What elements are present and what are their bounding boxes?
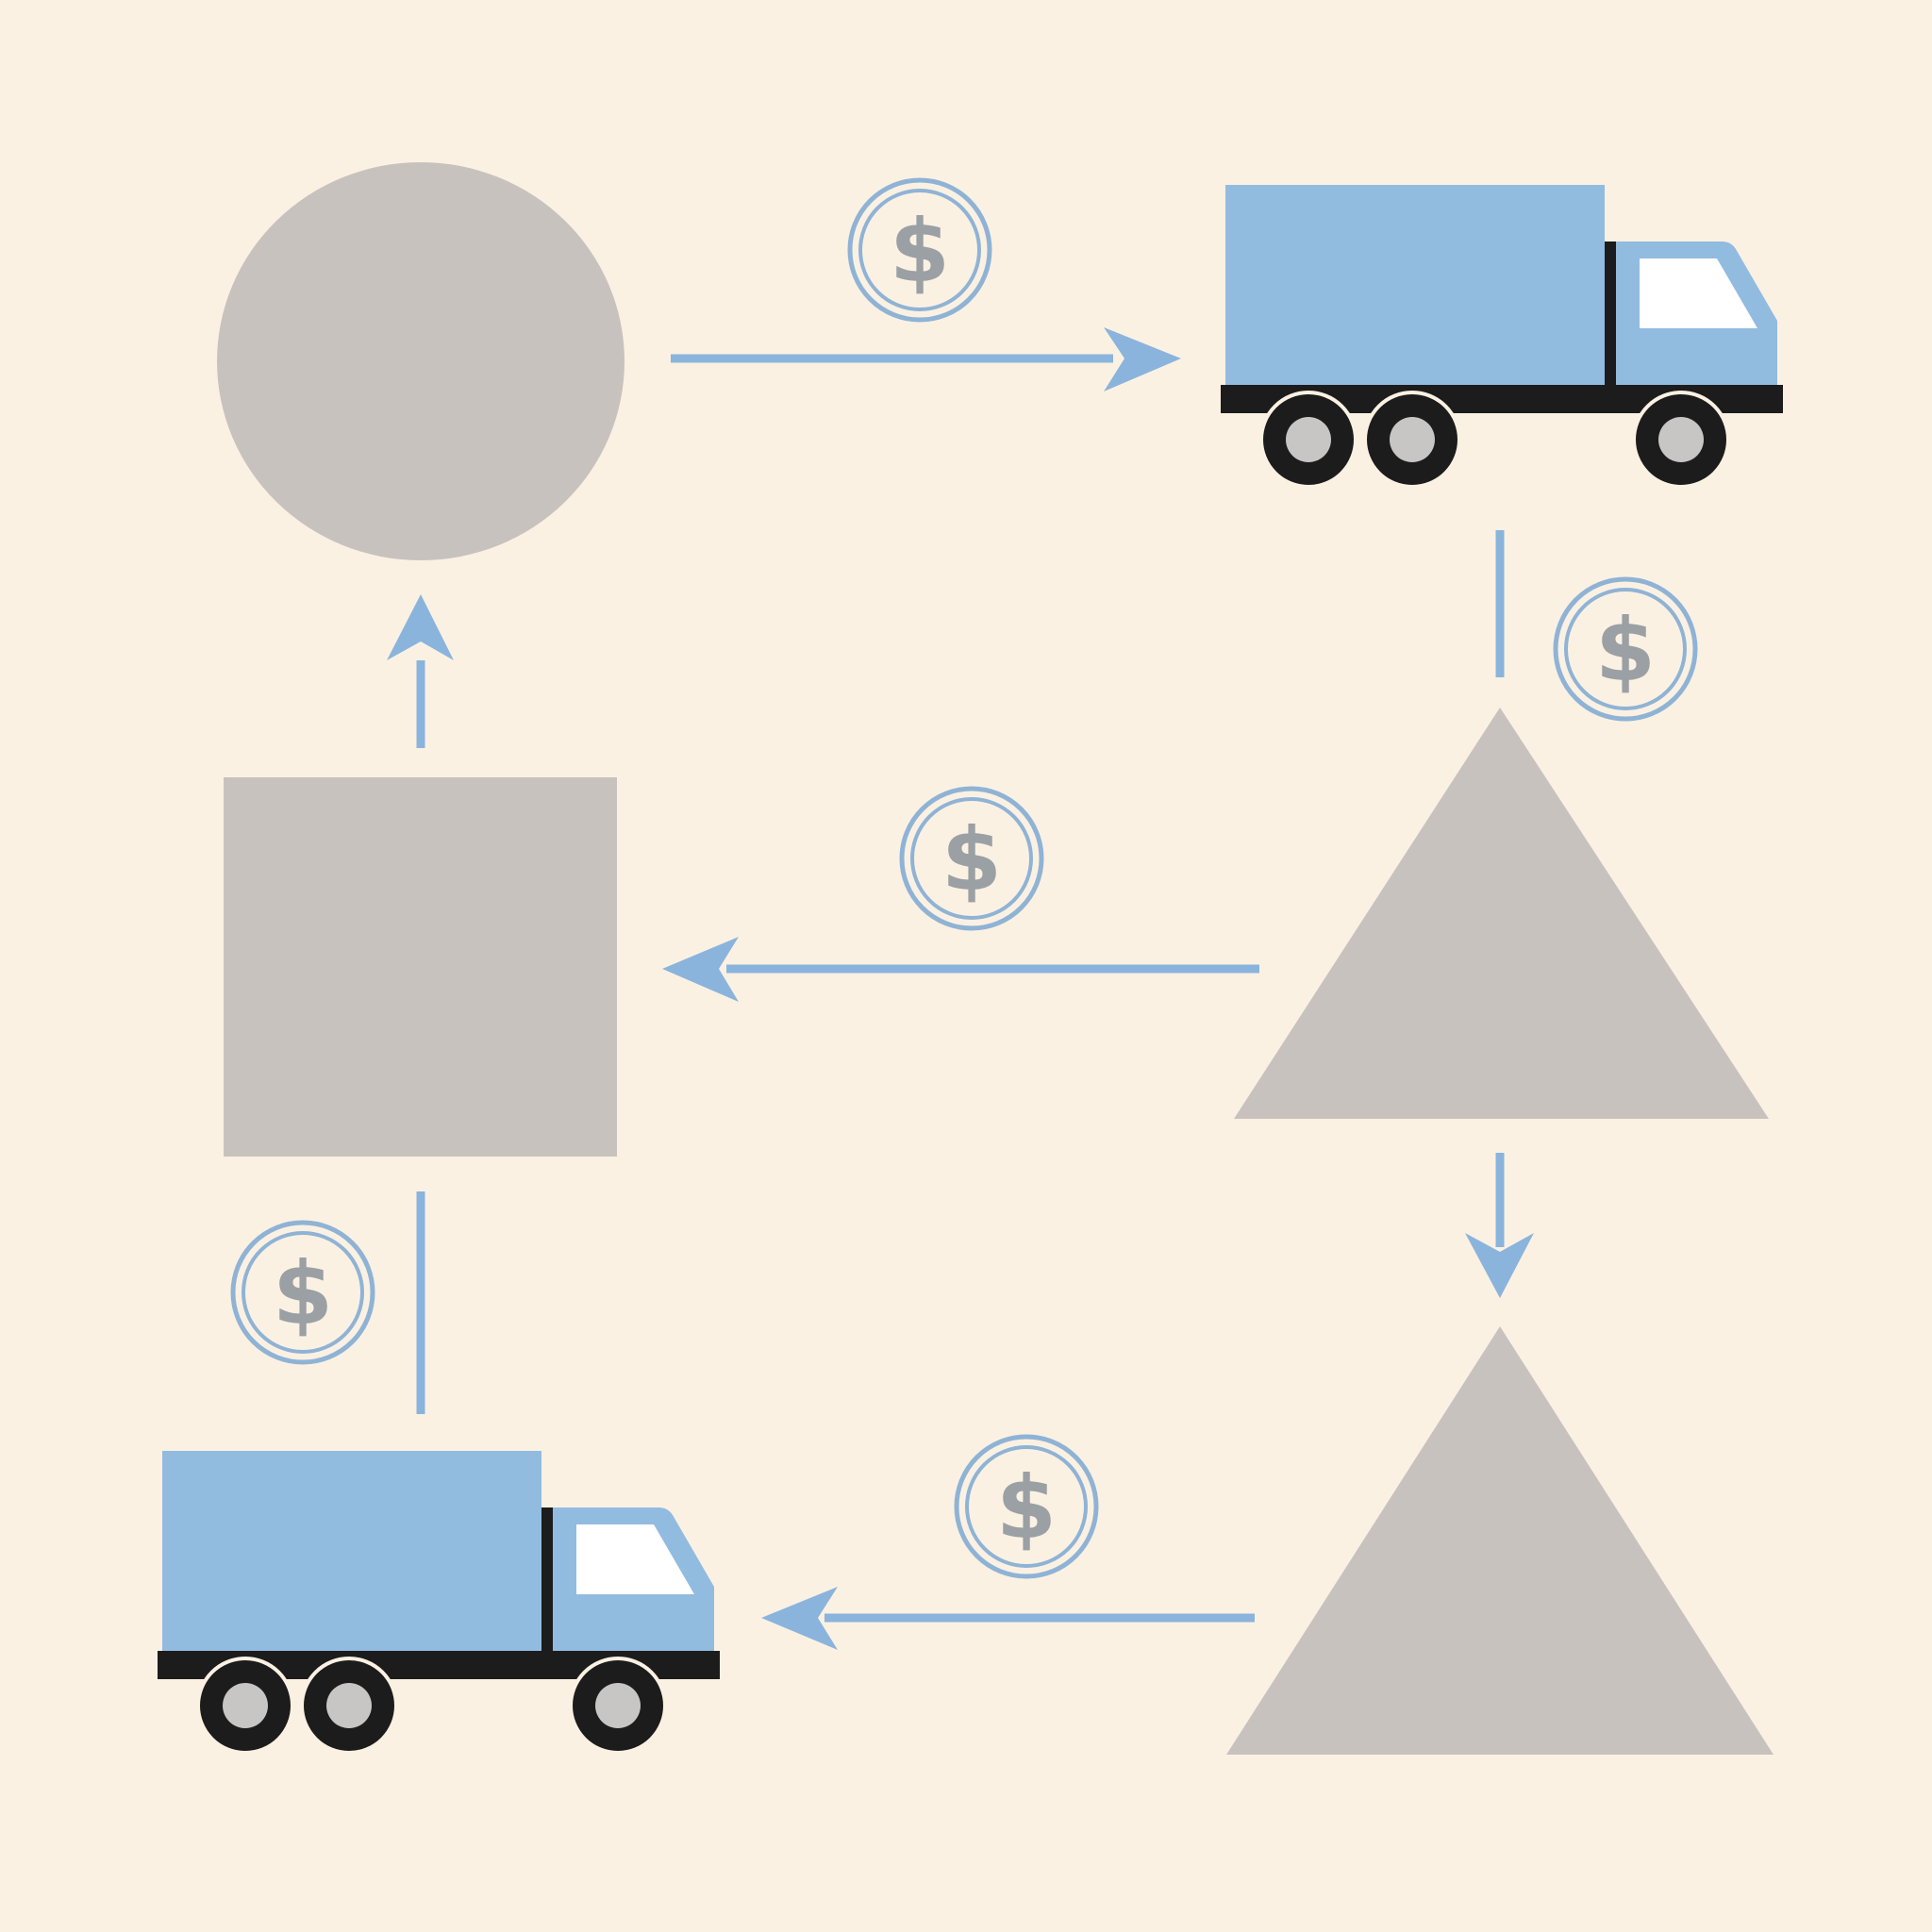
truck-divider: [1605, 242, 1616, 385]
arrowhead-left-icon: [761, 1587, 838, 1650]
arrowhead-right-icon: [1104, 327, 1181, 391]
arrow-circle-to-truck: [671, 327, 1181, 391]
dollar-symbol: $: [996, 1457, 1057, 1558]
dollar-coin-icon: $: [954, 1434, 1099, 1579]
dollar-coin-icon: $: [847, 177, 992, 323]
arrow-triangle-to-square: [662, 937, 1259, 1002]
truck-hubcap: [595, 1683, 641, 1728]
dollar-symbol: $: [941, 809, 1002, 910]
dollar-symbol: $: [273, 1243, 333, 1344]
triangle-node-upper: [1234, 708, 1769, 1119]
truck-cargo-box: [1225, 185, 1605, 385]
truck-icon: [158, 1451, 720, 1755]
dollar-coin-icon: $: [230, 1220, 375, 1365]
truck-hubcap: [223, 1683, 268, 1728]
truck-hubcap: [1286, 417, 1331, 462]
truck-hubcap: [1658, 417, 1704, 462]
truck-hubcap: [1390, 417, 1435, 462]
dollar-coin-icon: $: [1553, 576, 1698, 722]
arrow-square-to-circle: [387, 594, 454, 748]
circle-node: [217, 162, 625, 560]
arrowhead-left-icon: [662, 937, 739, 1002]
arrowhead-down-icon: [1465, 1233, 1534, 1298]
arrow-triangle-down: [1465, 1153, 1534, 1298]
truck-cargo-box: [162, 1451, 541, 1651]
truck-window: [576, 1524, 694, 1594]
arrowhead-up-icon: [387, 594, 454, 660]
truck-icon: [1221, 185, 1783, 489]
dollar-coin-icon: $: [899, 786, 1044, 931]
dollar-symbol: $: [890, 201, 950, 302]
triangle-node-lower: [1226, 1326, 1774, 1755]
dollar-symbol: $: [1595, 600, 1656, 701]
truck-window: [1640, 258, 1757, 328]
truck-divider: [541, 1507, 553, 1651]
arrow-triangle-to-truck: [761, 1587, 1255, 1650]
truck-hubcap: [326, 1683, 372, 1728]
square-node: [224, 777, 617, 1157]
